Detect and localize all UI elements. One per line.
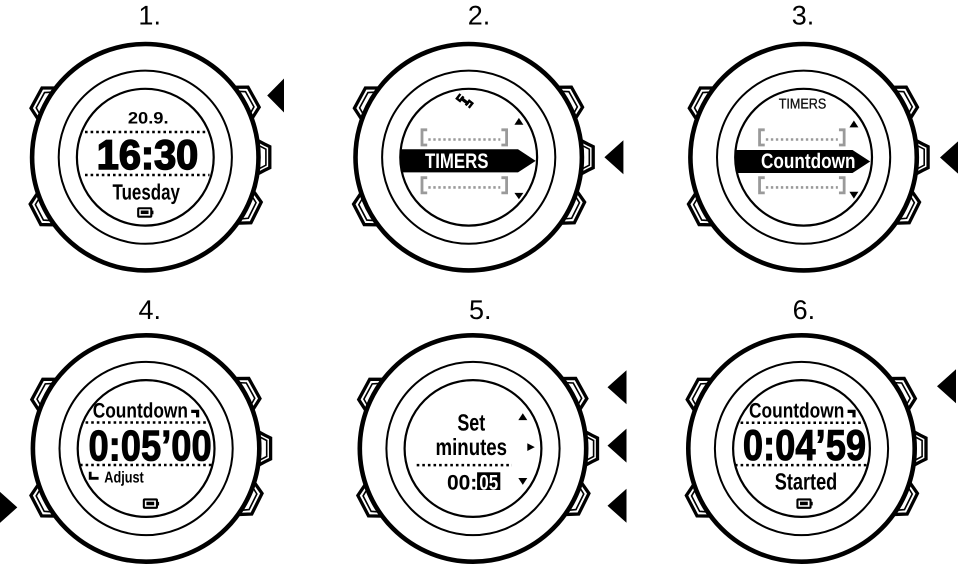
svg-text:20.9.: 20.9.: [128, 110, 169, 128]
svg-text:05: 05: [479, 472, 498, 495]
svg-text:1.: 1.: [138, 0, 161, 30]
svg-text:Started: Started: [775, 469, 838, 495]
svg-text:TIMERS: TIMERS: [779, 96, 827, 112]
svg-text:00:: 00:: [447, 472, 477, 495]
svg-text:Countdown: Countdown: [749, 400, 844, 423]
svg-text:5.: 5.: [469, 295, 492, 325]
svg-text:Countdown: Countdown: [93, 400, 188, 423]
svg-text:4.: 4.: [139, 295, 162, 325]
svg-text:16:30: 16:30: [97, 131, 199, 178]
svg-text:0:04’59: 0:04’59: [743, 422, 866, 470]
svg-text:0:05’00: 0:05’00: [88, 422, 211, 470]
svg-text:Set: Set: [457, 409, 485, 435]
svg-text:6.: 6.: [793, 295, 816, 325]
svg-text:3.: 3.: [792, 0, 815, 30]
svg-text:Countdown: Countdown: [761, 150, 856, 173]
svg-text:TIMERS: TIMERS: [425, 150, 489, 173]
svg-text:minutes: minutes: [436, 434, 508, 460]
svg-text:Tuesday: Tuesday: [113, 180, 181, 205]
svg-text:Adjust: Adjust: [104, 470, 144, 487]
svg-text:2.: 2.: [468, 0, 491, 30]
